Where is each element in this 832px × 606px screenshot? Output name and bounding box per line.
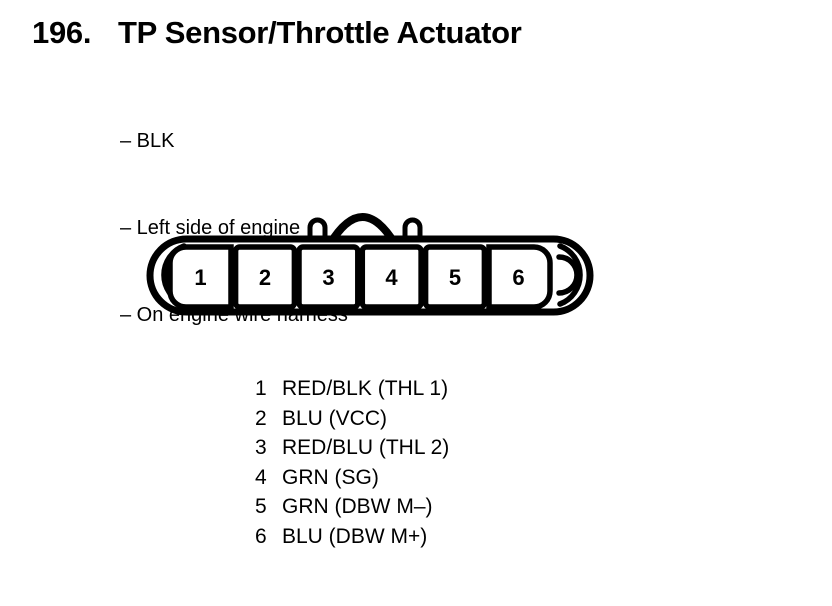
keying-arc-right-outer	[557, 243, 583, 307]
figure-number: 196.	[32, 15, 92, 50]
pin-number-6: 6	[512, 265, 524, 290]
pin-number-3: 3	[322, 265, 334, 290]
legend-row-4: 4 GRN (SG)	[255, 463, 449, 493]
connector-diagram: 1 2 3 4 5 6	[146, 213, 594, 316]
legend-wire-label: BLU (DBW M+)	[282, 524, 428, 548]
legend-wire-label: GRN (DBW M–)	[282, 495, 433, 518]
figure-header: 196. TP Sensor/Throttle Actuator	[32, 15, 522, 51]
note-location: – Left side of engine	[120, 217, 301, 239]
legend-pin-number: 5	[255, 495, 267, 518]
pin-cell-4	[359, 244, 424, 310]
pin-cell-1	[167, 244, 234, 310]
legend-row-5: 5 GRN (DBW M–)	[255, 492, 449, 522]
pin-legend: 1 RED/BLK (THL 1) 2 BLU (VCC) 3 RED/BLU …	[255, 374, 449, 551]
legend-pin-number: 6	[255, 524, 267, 548]
pin-cell-5	[422, 244, 488, 310]
pin-number-2: 2	[259, 265, 271, 290]
pin-number-1: 1	[194, 265, 206, 290]
legend-wire-label: BLU (VCC)	[282, 406, 388, 430]
note-connector-color: – BLK	[120, 130, 175, 152]
page-title: TP Sensor/Throttle Actuator	[118, 15, 522, 50]
legend-wire-label: RED/BLU (THL 2)	[282, 436, 450, 459]
pin-cell-2	[232, 244, 298, 310]
legend-pin-number: 1	[255, 377, 267, 400]
legend-pin-number: 4	[255, 465, 267, 489]
legend-row-3: 3 RED/BLU (THL 2)	[255, 433, 449, 463]
pin-number-5: 5	[449, 265, 461, 290]
legend-row-6: 6 BLU (DBW M+)	[255, 522, 449, 552]
pin-number-4: 4	[385, 265, 398, 290]
keying-arc-right-inner	[556, 254, 580, 296]
legend-wire-label: GRN (SG)	[282, 465, 379, 489]
legend-pin-number: 3	[255, 436, 267, 459]
legend-pin-number: 2	[255, 406, 267, 430]
legend-row-1: 1 RED/BLK (THL 1)	[255, 374, 449, 404]
pin-cell-6	[486, 244, 553, 310]
legend-wire-label: RED/BLK (THL 1)	[282, 377, 449, 400]
legend-row-2: 2 BLU (VCC)	[255, 404, 449, 434]
pin-cell-3	[296, 244, 361, 310]
